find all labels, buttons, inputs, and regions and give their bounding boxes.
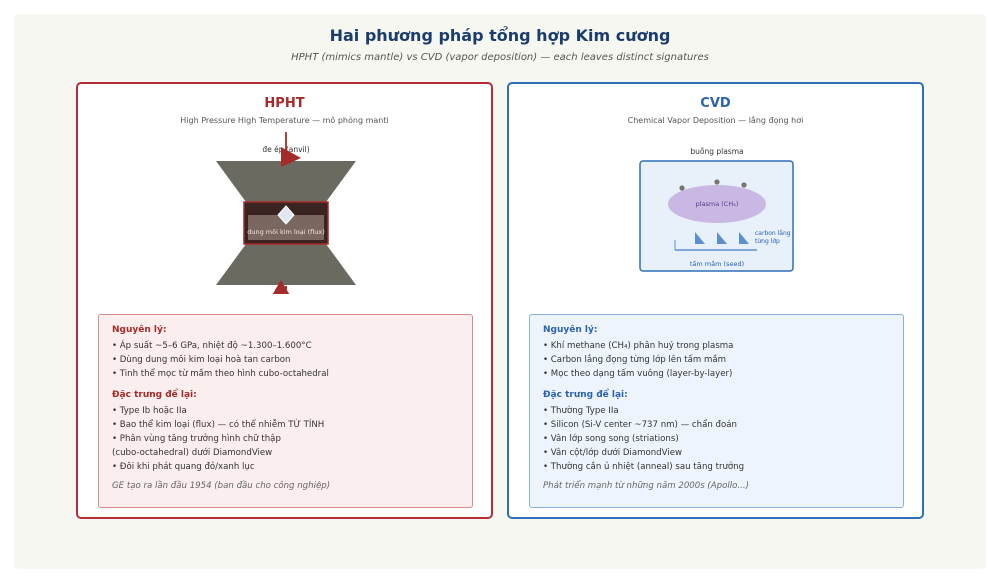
hpht-subheading: High Pressure High Temperature — mô phỏn… — [180, 116, 389, 125]
gas-molecule — [714, 179, 720, 185]
arrow-head-down-icon — [281, 147, 301, 167]
carbon-label: từng lớp — [755, 238, 780, 245]
deposition-arrow-icon — [695, 232, 705, 244]
deposition-arrow-icon — [739, 232, 749, 244]
hpht-feature-item: • Phân vùng tăng trưởng hình chữ thập — [112, 434, 281, 445]
page-title: Hai phương pháp tổng hợp Kim cương — [329, 26, 671, 45]
hpht-heading: HPHT — [264, 96, 305, 111]
cvd-feature-item: • Vân cột/lớp dưới DiamondView — [543, 448, 683, 459]
hpht-press-diagram: đe ép (anvil) dung môi kim loại (flux) — [216, 132, 356, 294]
hpht-info-box: Nguyên lý: • Áp suất ~5–6 GPa, nhiệt độ … — [98, 314, 473, 508]
hpht-feature-item: • Bao thể kim loại (flux) — có thể nhiễm… — [112, 419, 325, 430]
gas-molecule — [679, 185, 685, 191]
arrow-head-up-icon — [272, 280, 290, 294]
lower-anvil — [216, 244, 356, 285]
plasma-cloud — [668, 185, 766, 223]
cvd-principle-item: • Khí methane (CH₄) phân huỷ trong plasm… — [543, 341, 734, 351]
cvd-feature-item: • Thường cần ủ nhiệt (anneal) sau tăng t… — [543, 462, 745, 473]
cvd-panel: CVD Chemical Vapor Deposition — lắng đọn… — [507, 82, 924, 519]
hpht-principle-heading: Nguyên lý: — [112, 325, 167, 335]
deposition-arrow-icon — [717, 232, 727, 244]
hpht-principle-item: • Tinh thể mọc từ mầm theo hình cubo-oct… — [112, 369, 329, 380]
hpht-feature-item: (cubo-octahedral) dưới DiamondView — [112, 448, 273, 459]
cvd-principle-item: • Carbon lắng đọng từng lớp lên tấm mầm — [543, 355, 727, 366]
chamber-label: buồng plasma — [690, 147, 743, 156]
gas-molecule — [741, 182, 747, 188]
cvd-principle-heading: Nguyên lý: — [543, 325, 598, 335]
cvd-feature-item: • Thường Type IIa — [543, 405, 619, 416]
cvd-info-box: Nguyên lý: • Khí methane (CH₄) phân huỷ … — [529, 314, 904, 508]
hpht-panel: HPHT High Pressure High Temperature — mô… — [76, 82, 493, 519]
cvd-subheading: Chemical Vapor Deposition — lắng đọng hơ… — [627, 116, 804, 125]
hpht-note: GE tạo ra lần đầu 1954 (ban đầu cho công… — [112, 480, 331, 491]
carbon-label: carbon lắng — [755, 230, 791, 237]
hpht-principle-item: • Dùng dung môi kim loại hoà tan carbon — [112, 355, 291, 366]
cvd-note: Phát triển mạnh từ những năm 2000s (Apol… — [543, 480, 749, 491]
cvd-principle-item: • Mọc theo dạng tấm vuông (layer-by-laye… — [543, 369, 733, 380]
diamond-seed-icon — [277, 205, 295, 225]
page-subtitle: HPHT (mimics mantle) vs CVD (vapor depos… — [291, 52, 709, 63]
upper-anvil — [216, 161, 356, 202]
cvd-chamber-diagram: buồng plasma plasma (CH₄) carbon lắng từ… — [639, 147, 794, 272]
substrate-label: tấm mầm (seed) — [690, 260, 744, 268]
hpht-principle-item: • Áp suất ~5–6 GPa, nhiệt độ ~1.300–1.60… — [112, 341, 312, 351]
hpht-feature-item: • Đôi khi phát quang đỏ/xanh lục — [112, 462, 255, 473]
plasma-label: plasma (CH₄) — [696, 200, 739, 208]
cvd-feature-item: • Vân lớp song song (striations) — [543, 434, 679, 445]
hpht-features-heading: Đặc trưng để lại: — [112, 389, 197, 400]
cvd-features-heading: Đặc trưng để lại: — [543, 389, 628, 400]
cvd-feature-item: • Silicon (Si-V center ~737 nm) — chẩn đ… — [543, 419, 737, 430]
hpht-feature-item: • Type Ib hoặc IIa — [112, 405, 187, 416]
cvd-heading: CVD — [700, 96, 731, 111]
flux-label: dung môi kim loại (flux) — [247, 228, 324, 236]
